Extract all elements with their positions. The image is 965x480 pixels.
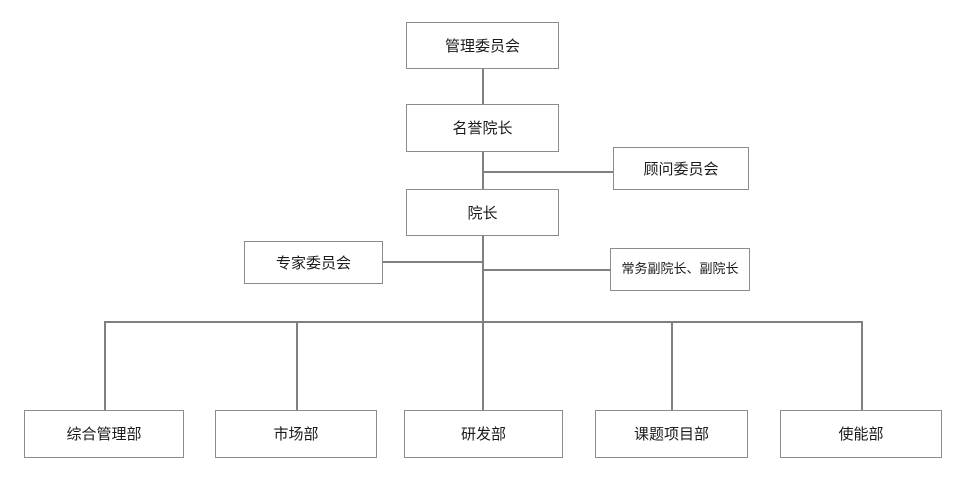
node-management-committee[interactable]: 管理委员会 [406,22,559,69]
node-department-project-topics[interactable]: 课题项目部 [595,410,748,458]
edge-spine-to-advisory-committee [483,171,613,173]
edge-bus-to-department-4 [861,321,863,410]
node-label-expert-committee: 专家委员会 [275,253,351,272]
node-label-department-3: 课题项目部 [633,425,709,443]
node-label-department-0: 综合管理部 [66,425,142,443]
node-advisory-committee[interactable]: 顾问委员会 [613,147,749,190]
edge-dean-to-department-bus [482,236,484,322]
node-label-department-1: 市场部 [273,425,319,443]
edge-expert-committee-to-spine [383,261,483,263]
edge-bus-to-department-1 [296,321,298,410]
node-department-general-management[interactable]: 综合管理部 [24,410,184,458]
node-label-department-2: 研发部 [460,425,506,443]
node-label-vice-deans: 常务副院长、副院长 [621,261,739,277]
node-vice-deans[interactable]: 常务副院长、副院长 [610,248,750,291]
node-label-department-4: 使能部 [838,425,884,443]
edge-bus-to-department-2 [482,321,484,410]
edge-honorary-dean-to-dean [482,152,484,189]
node-department-marketing[interactable]: 市场部 [215,410,377,458]
node-honorary-dean[interactable]: 名誉院长 [406,104,559,152]
node-expert-committee[interactable]: 专家委员会 [244,241,383,284]
node-department-enablement[interactable]: 使能部 [780,410,942,458]
edge-bus-to-department-0 [104,321,106,410]
edge-committee-to-honorary-dean [482,69,484,104]
edge-bus-to-department-3 [671,321,673,410]
node-dean[interactable]: 院长 [406,189,559,236]
node-label-advisory-committee: 顾问委员会 [643,159,719,178]
node-department-research-development[interactable]: 研发部 [404,410,563,458]
edge-spine-to-vice-deans [483,269,610,271]
node-label-management-committee: 管理委员会 [444,36,520,55]
node-label-dean: 院长 [467,203,498,222]
node-label-honorary-dean: 名誉院长 [452,119,513,137]
